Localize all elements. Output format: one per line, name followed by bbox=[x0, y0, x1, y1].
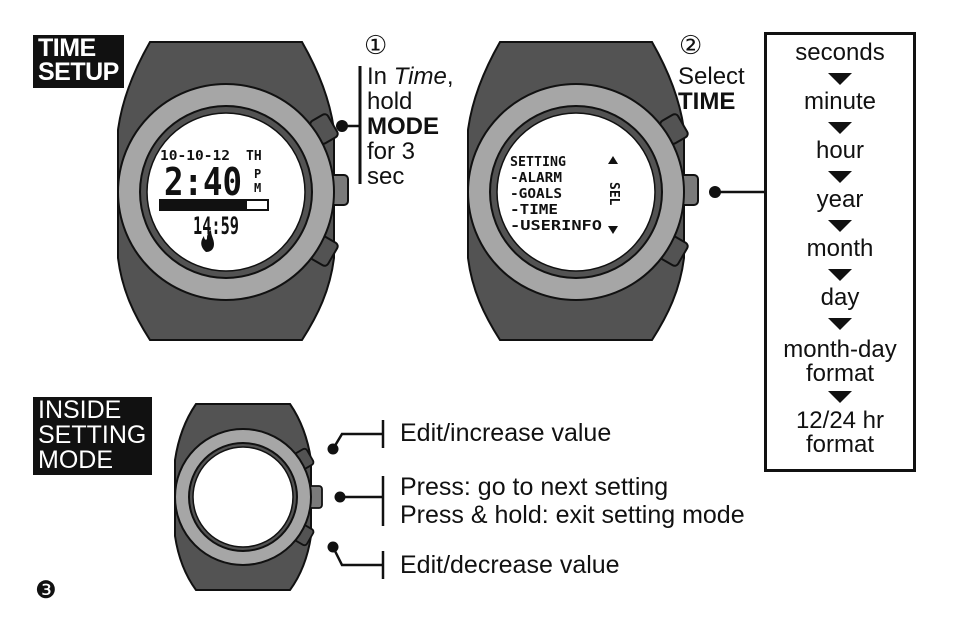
watch-2-menu-item-3: -TIME bbox=[510, 203, 558, 218]
up-arrow-icon bbox=[608, 156, 618, 164]
step-1-line-1: In Time, bbox=[367, 64, 453, 89]
top-button-pointer bbox=[327, 420, 385, 455]
down-arrow-icon bbox=[828, 171, 852, 183]
time-setup-label-line-1: TIME bbox=[38, 34, 96, 62]
down-arrow-icon bbox=[608, 226, 618, 234]
inside-setting-mode-line-2: SETTING bbox=[38, 421, 147, 449]
step-2-number: ② bbox=[679, 31, 703, 61]
step-2-line-1: Select bbox=[678, 63, 745, 90]
step-1-line-1c: , bbox=[446, 63, 454, 90]
top-button-function: Edit/increase value bbox=[400, 419, 612, 447]
step-1-line-2: hold bbox=[367, 88, 413, 115]
step-3-number: ❸ bbox=[35, 576, 57, 604]
time-setup-label-line-2: SETUP bbox=[38, 57, 119, 86]
setting-step-month-day-format: month-day format bbox=[783, 336, 897, 387]
down-arrow-icon bbox=[828, 220, 852, 232]
bottom-button-pointer bbox=[327, 541, 385, 579]
setting-step-seconds: seconds bbox=[795, 39, 885, 66]
watch-1-time: 2:40 bbox=[164, 160, 242, 204]
watch-2-select-label: SEL bbox=[606, 182, 621, 206]
watch-2-menu-item-0: SETTING bbox=[510, 155, 566, 170]
time-setup-label: TIME SETUP bbox=[33, 35, 124, 88]
inside-setting-mode-label: INSIDE SETTING MODE bbox=[33, 396, 153, 475]
step-1-line-1b: Time bbox=[393, 63, 447, 90]
watch-1: 10-10-12 TH 2:40 P M 14:59 bbox=[117, 41, 349, 341]
step-2-line-2: TIME bbox=[678, 88, 736, 115]
middle-button-press-function: Press: go to next setting bbox=[400, 473, 669, 501]
setting-step-month: month bbox=[806, 235, 874, 262]
watch-1-ampm-bottom: M bbox=[254, 181, 261, 195]
step-1-line-3: MODE bbox=[367, 113, 439, 140]
flame-icon bbox=[201, 230, 214, 252]
step-1-line-1a: In bbox=[367, 63, 394, 90]
watch-1-day: TH bbox=[246, 149, 262, 164]
setting-step-12-24-hr-format: 12/24 hr format bbox=[795, 407, 885, 458]
setting-step-year: year bbox=[816, 186, 864, 213]
watch-2: SETTING -ALARM -GOALS -TIME -USERINFO SE… bbox=[467, 41, 699, 341]
time-settings-sequence: seconds minute hour year month day month… bbox=[764, 32, 916, 472]
watch-1-progress-fill bbox=[161, 201, 247, 209]
watch-1-date: 10-10-12 bbox=[160, 149, 230, 164]
step-1-line-5: sec bbox=[367, 163, 405, 190]
watch-3 bbox=[174, 403, 323, 591]
down-arrow-icon bbox=[828, 269, 852, 281]
middle-button-hold-function: Press & hold: exit setting mode bbox=[400, 501, 745, 529]
down-arrow-icon bbox=[828, 122, 852, 134]
inside-setting-mode-line-3: MODE bbox=[38, 446, 113, 474]
step-1-pointer bbox=[336, 66, 362, 184]
down-arrow-icon bbox=[828, 391, 852, 403]
setting-step-minute: minute bbox=[803, 88, 877, 115]
step-1-number: ① bbox=[364, 31, 388, 61]
setting-step-hour: hour bbox=[815, 137, 865, 164]
bottom-button-function: Edit/decrease value bbox=[400, 551, 620, 579]
setting-step-day: day bbox=[820, 284, 860, 311]
step-1-line-4: for 3 bbox=[367, 138, 416, 165]
watch-1-timer: 14:59 bbox=[193, 212, 239, 240]
step-2-pointer bbox=[709, 186, 764, 198]
down-arrow-icon bbox=[828, 73, 852, 85]
inside-setting-mode-line-1: INSIDE bbox=[38, 396, 122, 424]
watch-1-ampm-top: P bbox=[254, 167, 261, 181]
watch-2-menu-item-2: -GOALS bbox=[510, 187, 562, 202]
watch-2-menu-item-4: -USERINFO bbox=[510, 219, 602, 234]
watch-2-menu-item-1: -ALARM bbox=[510, 171, 562, 186]
middle-button-pointer bbox=[334, 476, 385, 526]
down-arrow-icon bbox=[828, 318, 852, 330]
